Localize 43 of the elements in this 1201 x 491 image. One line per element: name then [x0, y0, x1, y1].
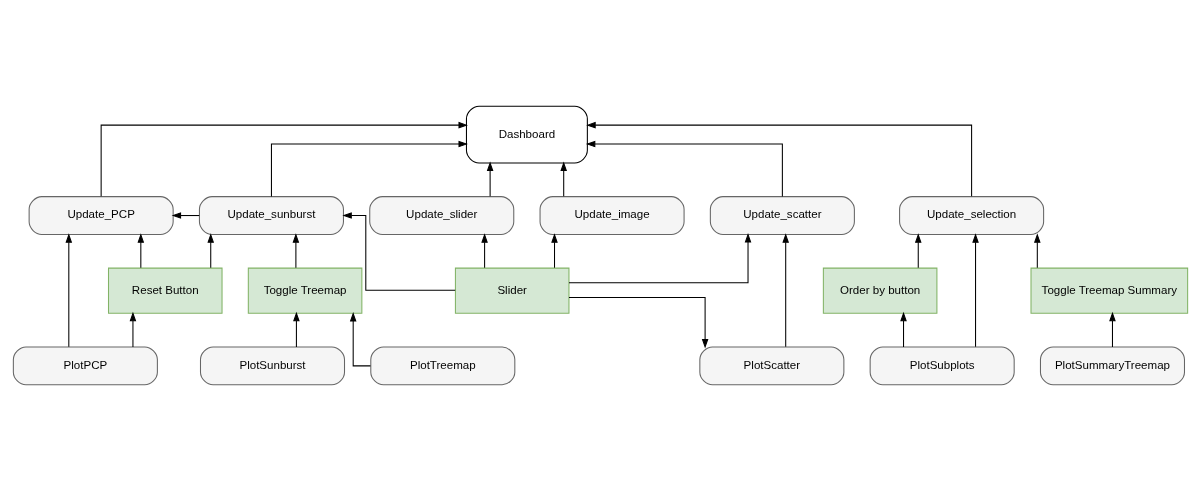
- arrow: [65, 233, 73, 348]
- node-box: PlotScatter: [699, 346, 845, 386]
- arrow: [1109, 311, 1116, 348]
- node-box: Toggle Treemap Summary: [1030, 267, 1189, 314]
- arrow: [171, 212, 200, 219]
- node-box: Toggle Treemap: [247, 267, 363, 314]
- node-box: Update_PCP: [28, 196, 174, 235]
- node-box: Dashboard: [465, 105, 588, 164]
- arrow: [342, 212, 456, 291]
- arrow: [349, 312, 371, 367]
- arrow: [293, 311, 300, 348]
- node-box: Reset Button: [107, 267, 223, 314]
- arrow: [551, 233, 558, 269]
- arrow: [900, 311, 907, 348]
- node-box: Update_scatter: [709, 196, 855, 235]
- arrow: [137, 233, 145, 269]
- node-box: PlotPCP: [12, 346, 158, 386]
- arrow: [585, 140, 783, 197]
- arrow: [586, 121, 973, 197]
- node-box: Update_sunburst: [198, 196, 344, 235]
- node-box: PlotTreemap: [370, 346, 516, 386]
- node-box: Update_slider: [369, 196, 515, 235]
- node-box: PlotSummaryTreemap: [1039, 346, 1185, 386]
- arrow: [292, 233, 300, 269]
- arrow: [560, 161, 567, 197]
- node-box: Update_selection: [899, 196, 1045, 235]
- arrow: [207, 233, 215, 269]
- arrow: [568, 233, 752, 284]
- arrow: [481, 233, 488, 269]
- node-box: PlotSunburst: [199, 346, 346, 386]
- arrow: [972, 233, 979, 348]
- node-box: Slider: [454, 267, 570, 314]
- arrow: [486, 161, 494, 197]
- arrow: [568, 297, 709, 349]
- arrow: [270, 140, 468, 197]
- arrow: [129, 311, 137, 348]
- arrow: [1034, 233, 1041, 269]
- arrow: [914, 233, 922, 269]
- arrow: [782, 233, 790, 348]
- node-box: Order by button: [822, 267, 938, 314]
- arrow: [100, 121, 468, 197]
- node-box: Update_image: [539, 196, 685, 235]
- node-box: PlotSubplots: [869, 346, 1015, 386]
